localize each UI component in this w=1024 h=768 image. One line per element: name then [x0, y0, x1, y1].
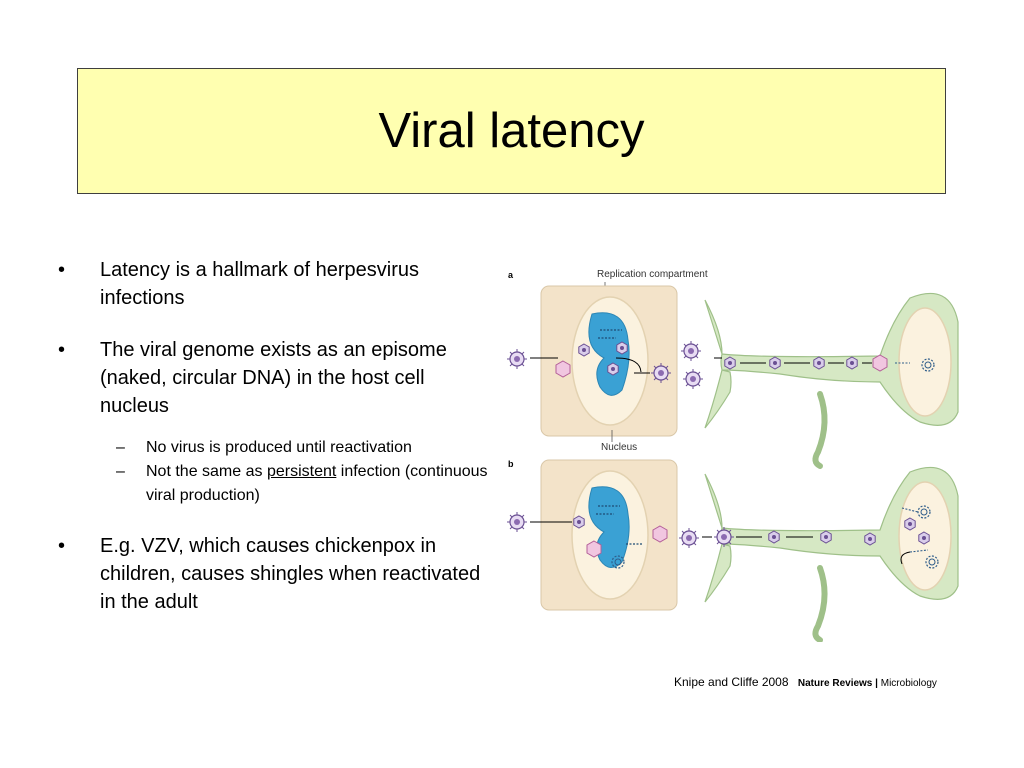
title-box: Viral latency [77, 68, 946, 194]
citation-text: Knipe and Cliffe 2008 [674, 675, 789, 689]
slide-title: Viral latency [378, 103, 645, 158]
journal-brand: Nature Reviews | Microbiology [797, 678, 937, 689]
sub-bullet-text: No virus is produced until reactivation [146, 439, 412, 456]
sub-bullet-item: – Not the same as persistent infection (… [58, 460, 498, 508]
bullet-marker: • [58, 259, 66, 281]
sub-bullet-item: – No virus is produced until reactivatio… [58, 436, 498, 460]
bullet-item: • Latency is a hallmark of herpesvirus i… [58, 256, 498, 312]
persistent-underlined-text: persistent [266, 463, 337, 480]
bullet-list: • Latency is a hallmark of herpesvirus i… [58, 256, 498, 640]
bullet-text: The viral genome exists as an episome (n… [100, 339, 447, 417]
herpesvirus-latency-diagram: a Replication compartment Nucleus b [506, 269, 959, 642]
sub-bullet-list: – No virus is produced until reactivatio… [58, 436, 498, 508]
bullet-item: • E.g. VZV, which causes chickenpox in c… [58, 532, 498, 616]
replication-compartment-a [588, 312, 630, 396]
sub-bullet-marker: – [116, 439, 125, 456]
panel-a-letter: a [508, 270, 514, 280]
bullet-marker: • [58, 339, 66, 361]
figure-caption: Knipe and Cliffe 2008 Nature Reviews | M… [674, 675, 937, 691]
sub-bullet-suffix: infection (continuous viral production) [146, 463, 488, 504]
bullet-marker: • [58, 535, 66, 557]
neuron-nucleus-a [898, 307, 952, 417]
bullet-item: • The viral genome exists as an episome … [58, 336, 498, 420]
replication-compartment-label: Replication compartment [597, 269, 708, 280]
panel-b-letter: b [508, 459, 514, 469]
bullet-text: Latency is a hallmark of herpesvirus inf… [100, 259, 420, 309]
sub-bullet-prefix: Not the same as [146, 463, 267, 480]
nucleus-label: Nucleus [601, 442, 637, 453]
sub-bullet-marker: – [116, 463, 125, 480]
neuron-a [704, 292, 959, 429]
bullet-text: E.g. VZV, which causes chickenpox in chi… [100, 535, 481, 613]
